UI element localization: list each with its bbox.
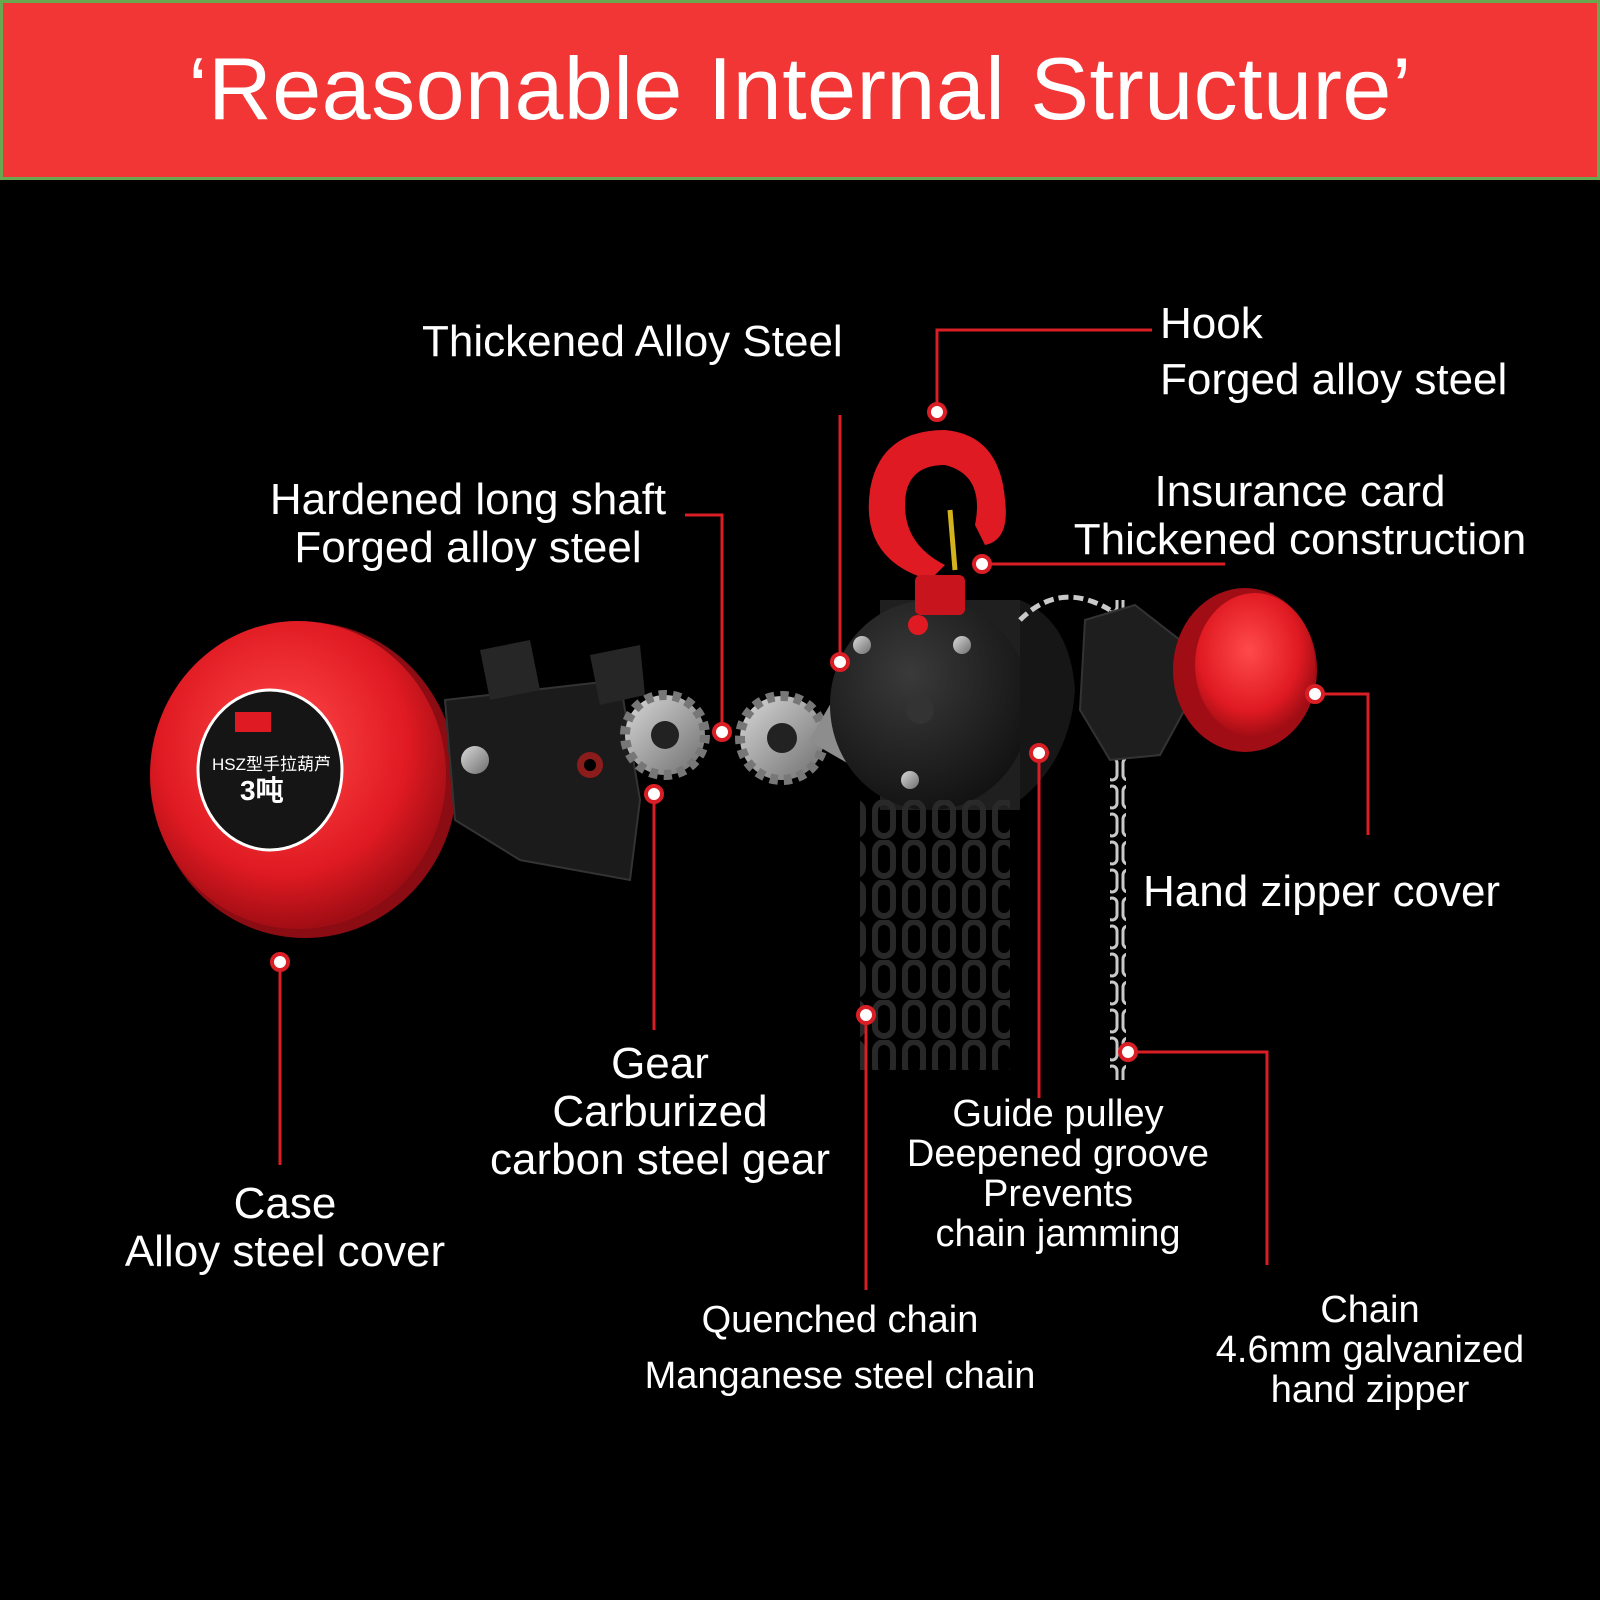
callout-thickened-line1: Thickened Alloy Steel: [422, 317, 843, 366]
callout-hook-line1: Hook: [1160, 299, 1263, 348]
case-capacity-text: 3吨: [240, 775, 284, 806]
callout-gear: Gear Carburized carbon steel gear: [455, 1040, 865, 1184]
callout-chain: Chain 4.6mm galvanized hand zipper: [1180, 1290, 1560, 1410]
load-chain: [860, 800, 1010, 1070]
leader-lines: [278, 328, 1370, 1290]
callout-chain-line3: hand zipper: [1270, 1369, 1470, 1411]
callout-guide-pulley: Guide pulley Deepened groove Prevents ch…: [888, 1094, 1228, 1254]
zipper-cover-icon: [1078, 588, 1317, 762]
callout-guide-line4: chain jamming: [935, 1213, 1181, 1255]
callout-chain-line2: 4.6mm galvanized: [1215, 1329, 1525, 1371]
page-title: ‘Reasonable Internal Structure’: [188, 39, 1412, 138]
callout-quenched-line1: Quenched chain: [701, 1299, 979, 1341]
marker-dots: [270, 402, 1325, 1062]
callout-gear-line1: Gear: [611, 1039, 709, 1088]
callout-chain-line1: Chain: [1320, 1289, 1420, 1331]
callout-zipper-cover-line1: Hand zipper cover: [1143, 867, 1501, 916]
hook-icon: [868, 430, 1006, 615]
callout-quenched-line2: Manganese steel chain: [644, 1355, 1036, 1397]
callout-hook: Hook Forged alloy steel: [1160, 300, 1507, 404]
callout-hardened-long-shaft: Hardened long shaft Forged alloy steel: [238, 476, 698, 572]
callout-quenched-chain: Quenched chain Manganese steel chain: [600, 1300, 1080, 1396]
callout-case-line1: Case: [233, 1179, 337, 1228]
callout-shaft-line2: Forged alloy steel: [294, 523, 642, 572]
callout-shaft-line1: Hardened long shaft: [269, 475, 667, 524]
callout-gear-line3: carbon steel gear: [490, 1135, 830, 1184]
callout-hand-zipper-cover: Hand zipper cover: [1143, 868, 1500, 916]
callout-insurance-line1: Insurance card: [1154, 467, 1446, 516]
shaft-housing: [443, 640, 645, 882]
case-brand-text: HSZ型手拉葫芦: [212, 755, 331, 774]
callout-gear-line2: Carburized: [552, 1087, 768, 1136]
callout-hook-line2: Forged alloy steel: [1160, 355, 1508, 404]
callout-insurance-line2: Thickened construction: [1073, 515, 1527, 564]
header-banner: ‘Reasonable Internal Structure’: [0, 0, 1600, 180]
callout-guide-line3: Prevents: [983, 1173, 1133, 1215]
callout-insurance-card: Insurance card Thickened construction: [1040, 468, 1560, 564]
callout-guide-line2: Deepened groove: [906, 1133, 1210, 1175]
callout-case-line2: Alloy steel cover: [124, 1227, 446, 1276]
callout-thickened-alloy-steel: Thickened Alloy Steel: [422, 318, 843, 366]
callout-guide-line1: Guide pulley: [952, 1093, 1164, 1135]
callout-case: Case Alloy steel cover: [95, 1180, 475, 1276]
case-cover-icon: HSZ型手拉葫芦 3吨: [150, 621, 457, 938]
